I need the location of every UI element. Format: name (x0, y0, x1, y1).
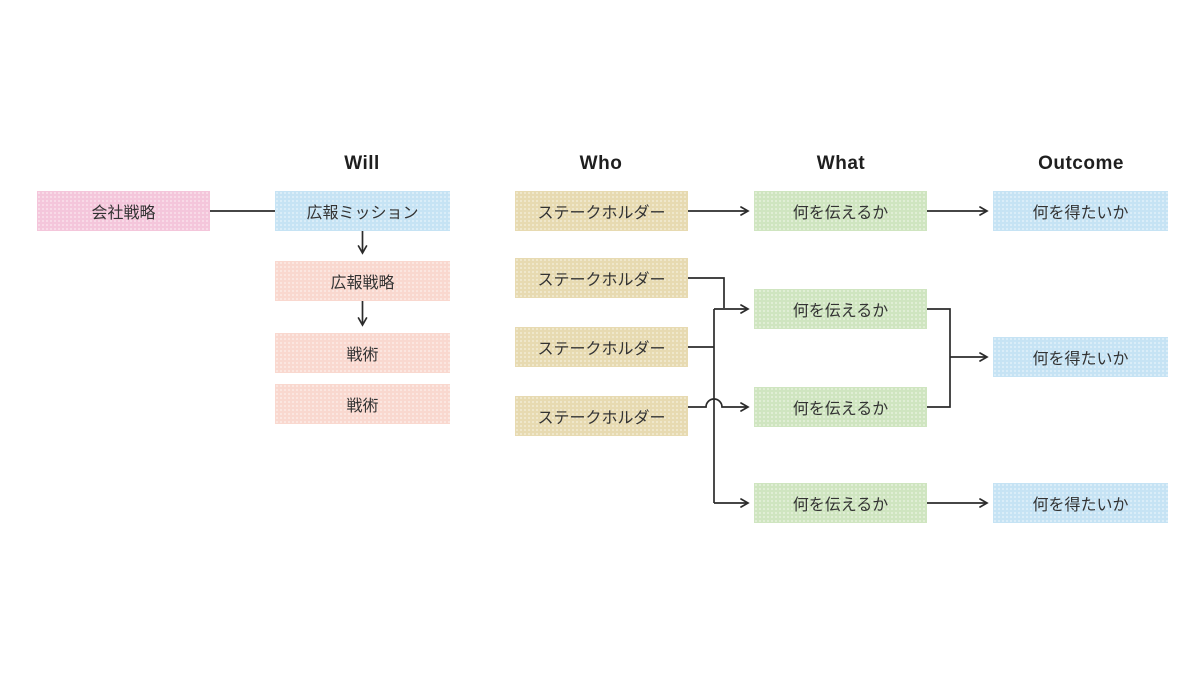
node-outcome-1: 何を得たいか (993, 191, 1168, 231)
node-company-strategy: 会社戦略 (37, 191, 210, 231)
column-header-who: Who (579, 153, 623, 174)
node-stakeholder-1: ステークホルダー (515, 191, 688, 231)
connector-what3-join (927, 357, 951, 408)
node-pr-mission: 広報ミッション (275, 191, 450, 231)
node-what-4: 何を伝えるか (754, 483, 927, 523)
node-tactic-2: 戦術 (275, 384, 450, 424)
node-pr-strategy: 広報戦略 (275, 261, 450, 301)
node-what-3: 何を伝えるか (754, 387, 927, 427)
node-outcome-2: 何を得たいか (993, 337, 1168, 377)
column-header-what: What (816, 153, 866, 174)
node-stakeholder-4: ステークホルダー (515, 396, 688, 436)
column-header-will: Will (344, 153, 380, 174)
column-header-outcome: Outcome (1038, 153, 1124, 174)
arrow-stakeholder4-to-what3-hop (688, 398, 750, 412)
node-tactic-1: 戦術 (275, 333, 450, 373)
node-stakeholder-2: ステークホルダー (515, 258, 688, 298)
node-outcome-3: 何を得たいか (993, 483, 1168, 523)
connector-stakeholder2-elbow (688, 277, 725, 308)
connector-what2-join (927, 308, 951, 357)
node-stakeholder-3: ステークホルダー (515, 327, 688, 367)
node-what-1: 何を伝えるか (754, 191, 927, 231)
node-what-2: 何を伝えるか (754, 289, 927, 329)
